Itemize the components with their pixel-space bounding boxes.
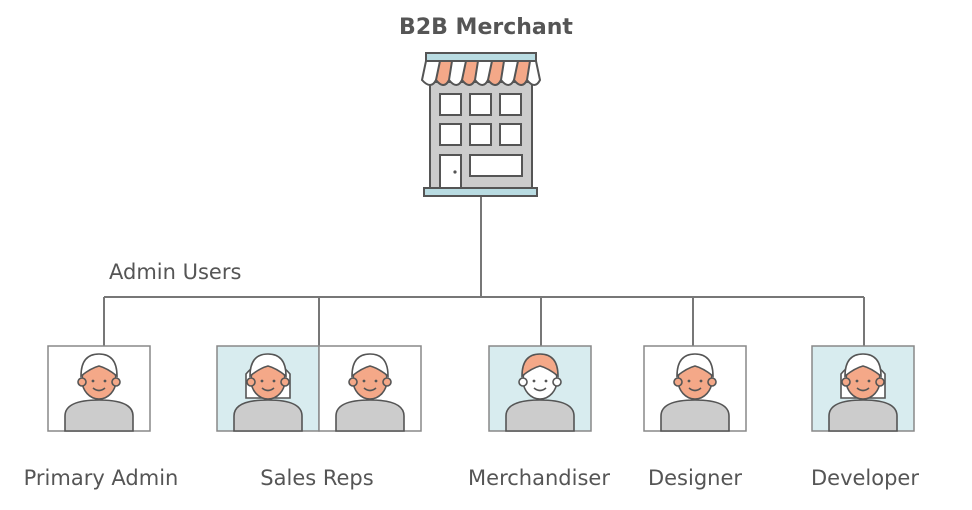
- avatar-card-merchandiser: [488, 345, 592, 432]
- avatar-card-developer: [811, 345, 915, 432]
- user-avatar-icon: [828, 353, 898, 432]
- user-avatar-icon: [505, 353, 575, 432]
- user-avatar-icon: [335, 353, 405, 432]
- role-label-primary-admin: Primary Admin: [23, 466, 179, 490]
- avatar-cards: [47, 345, 915, 432]
- avatar-card-designer: [643, 345, 747, 432]
- user-avatar-icon: [64, 353, 134, 432]
- role-label-designer: Designer: [647, 466, 743, 490]
- diagram-title: B2B Merchant: [399, 15, 573, 40]
- user-avatar-icon: [660, 353, 730, 432]
- role-label-merchandiser: Merchandiser: [468, 466, 610, 490]
- awning: [420, 60, 542, 86]
- user-avatar-icon: [233, 353, 303, 432]
- avatar-card-primary-admin: [47, 345, 151, 432]
- avatar-card-sales-rep-1: [216, 345, 320, 432]
- avatar-card-sales-rep-2: [318, 345, 422, 432]
- store-building-icon: [420, 52, 542, 197]
- role-label-developer: Developer: [810, 466, 919, 490]
- connector-lines: [103, 196, 865, 346]
- group-label: Admin Users: [109, 260, 242, 284]
- role-label-sales-reps: Sales Reps: [260, 466, 374, 490]
